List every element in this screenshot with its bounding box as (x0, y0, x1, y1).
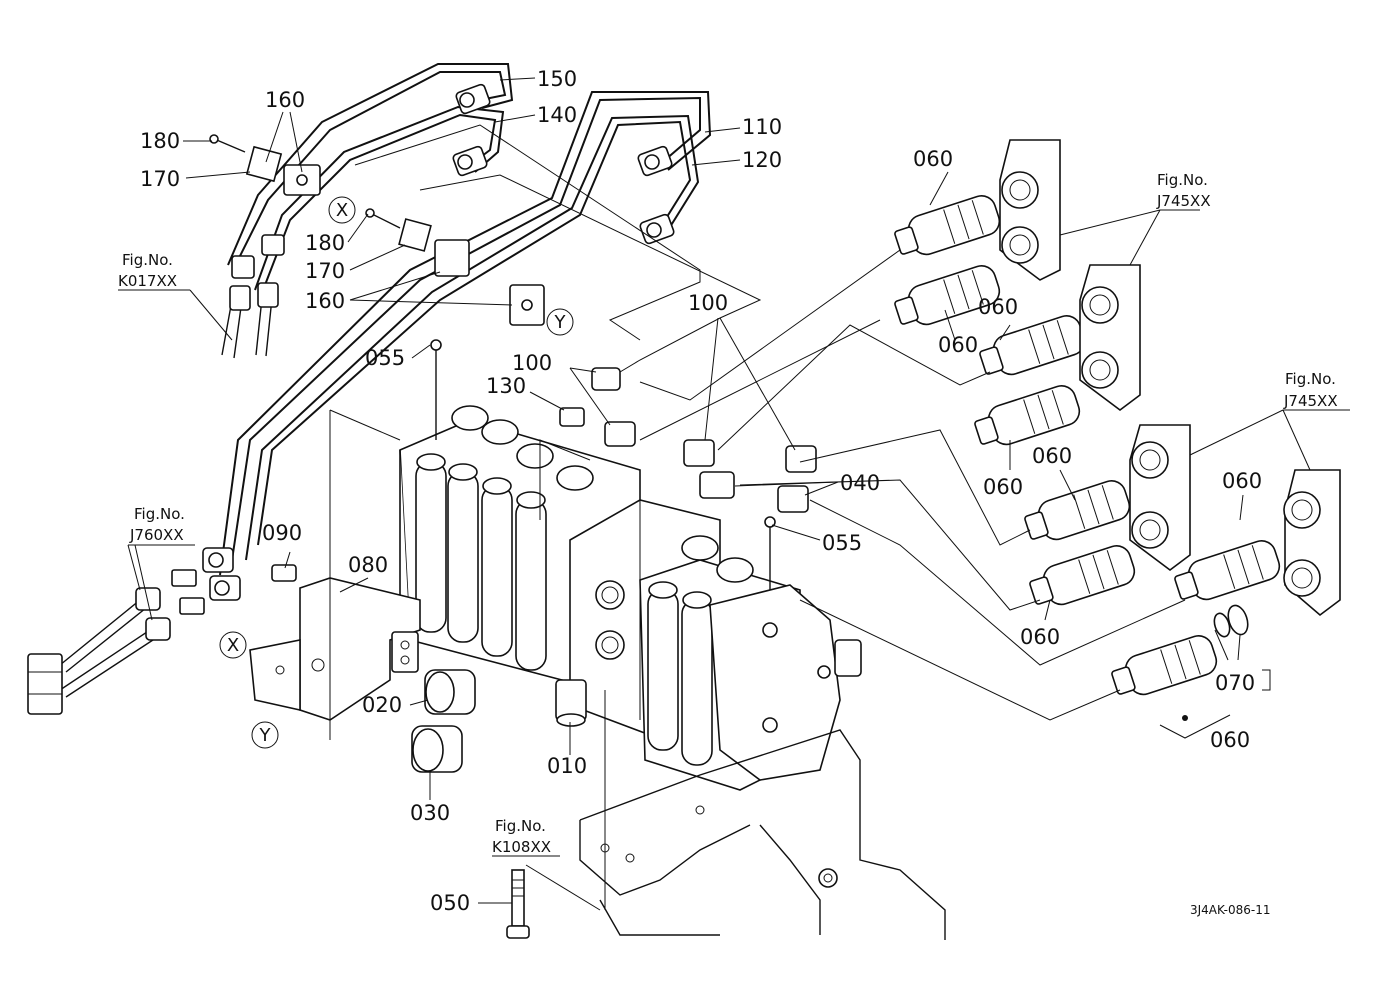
adapters-100-040 (430, 339, 817, 590)
fig-ref-code: K017XX (118, 272, 177, 290)
fig-ref-label: Fig.No. (134, 505, 185, 523)
part-label: 080 (348, 553, 388, 577)
coupler-holders (999, 139, 1341, 617)
pipe-assembly-140-150 (227, 63, 514, 291)
part-label: 060 (1020, 625, 1060, 649)
fig-ref-label: Fig.No. (1157, 171, 1208, 189)
marker-x-lower-text: X (227, 635, 239, 656)
hoses-j760xx (27, 569, 205, 715)
pipe-fittings (202, 83, 675, 601)
marker-x-upper (328, 196, 356, 224)
part-label: 150 (537, 67, 577, 91)
part-label: 050 (430, 891, 470, 915)
part-label: 060 (938, 333, 978, 357)
fig-ref-label: Fig.No. (495, 817, 546, 835)
quick-couplers-060 (894, 195, 1281, 721)
part-label: 060 (1222, 469, 1262, 493)
fittings-020-030 (411, 669, 476, 773)
part-label: 020 (362, 693, 402, 717)
mounting-frame (579, 729, 946, 940)
part-label: 060 (1210, 728, 1250, 752)
bolt-050 (506, 869, 530, 939)
fig-ref-code: J745XX (1156, 192, 1211, 210)
part-label: 060 (983, 475, 1023, 499)
fig-ref-label: Fig.No. (122, 251, 173, 269)
part-label: 060 (1032, 444, 1072, 468)
part-label: 170 (305, 259, 345, 283)
routing-lines (329, 124, 1231, 910)
part-label: 170 (140, 167, 180, 191)
marker-x-upper-text: X (336, 200, 348, 221)
figure-references: Fig.No. K017XX Fig.No. J745XX Fig.No. J7… (118, 171, 1338, 856)
part-label: 160 (305, 289, 345, 313)
fig-ref-code: J745XX (1283, 392, 1338, 410)
drawing-reference-code: 3J4AK-086-11 (1190, 903, 1270, 917)
part-label: 055 (822, 531, 862, 555)
hoses-k017xx (221, 282, 279, 359)
marker-y-upper (546, 308, 574, 336)
part-label: 040 (840, 471, 880, 495)
part-label: 100 (688, 291, 728, 315)
part-label: 180 (305, 231, 345, 255)
part-label: 130 (486, 374, 526, 398)
part-label: 090 (262, 521, 302, 545)
marker-y-lower-text: Y (259, 725, 272, 746)
leader-lines (118, 77, 1350, 911)
fig-ref-code: K108XX (492, 838, 551, 856)
marker-x-lower (219, 631, 247, 659)
fig-ref-label: Fig.No. (1285, 370, 1336, 388)
part-label: 140 (537, 103, 577, 127)
pipe-assembly-110-120 (219, 91, 712, 576)
part-label: 180 (140, 129, 180, 153)
clamp-set-lower (365, 208, 545, 326)
part-label: 160 (265, 88, 305, 112)
part-label: 110 (742, 115, 782, 139)
part-label: 010 (547, 754, 587, 778)
marker-y-lower (251, 721, 279, 749)
part-label: 120 (742, 148, 782, 172)
marker-y-upper-text: Y (554, 312, 567, 333)
part-label: 100 (512, 351, 552, 375)
part-labels: 150 140 110 120 160 180 170 180 170 160 … (140, 67, 1262, 915)
fig-ref-code: J760XX (129, 526, 184, 544)
part-label: 070 (1215, 671, 1255, 695)
connection-markers: X Y X Y (219, 196, 574, 749)
part-label: 030 (410, 801, 450, 825)
part-label: 055 (365, 346, 405, 370)
part-label: 060 (978, 295, 1018, 319)
clamp-set-upper (209, 134, 321, 196)
part-label: 060 (913, 147, 953, 171)
